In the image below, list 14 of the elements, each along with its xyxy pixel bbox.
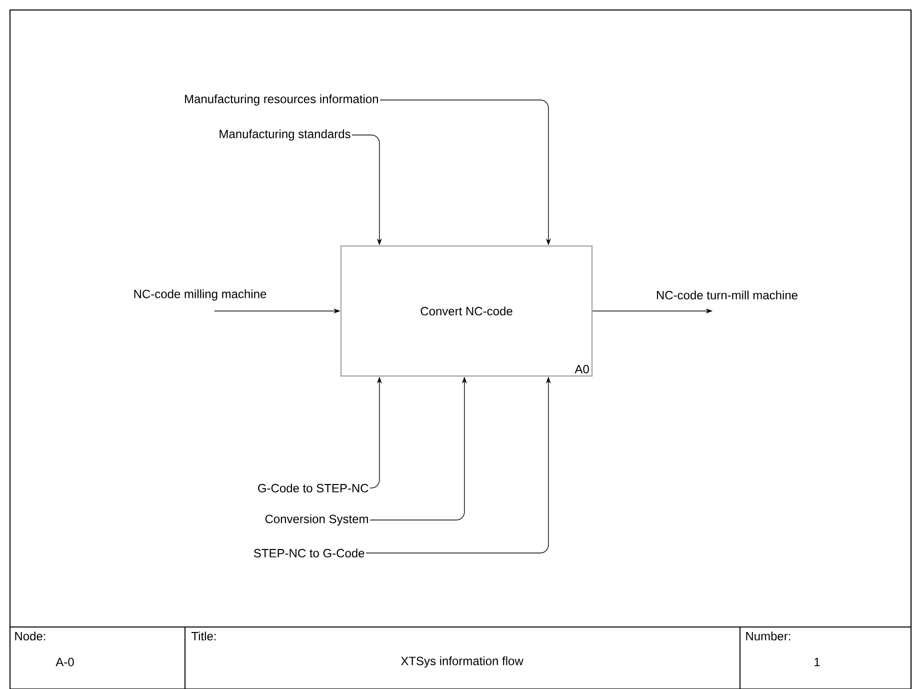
process-box: Convert NC-code A0 — [340, 245, 593, 377]
arrow-label: Manufacturing standards — [220, 129, 350, 141]
arrow-label: STEP-NC to G-Code — [254, 548, 364, 558]
arrow-label: G-Code to STEP-NC — [258, 484, 368, 492]
table-text: XTSys information flow — [400, 656, 524, 668]
table-text: 1 — [814, 658, 820, 666]
arrow-label: Conversion System — [265, 514, 368, 526]
table-text: Title: — [191, 632, 216, 640]
table-text: A-0 — [56, 658, 74, 666]
edge-label: NC-code turn-mill machine — [656, 290, 798, 300]
table-text: Node: — [15, 632, 46, 640]
edge-label: NC-code milling machine — [134, 289, 266, 301]
table-text: Number: — [746, 632, 790, 640]
arrow-label: Manufacturing resources information — [185, 94, 378, 106]
